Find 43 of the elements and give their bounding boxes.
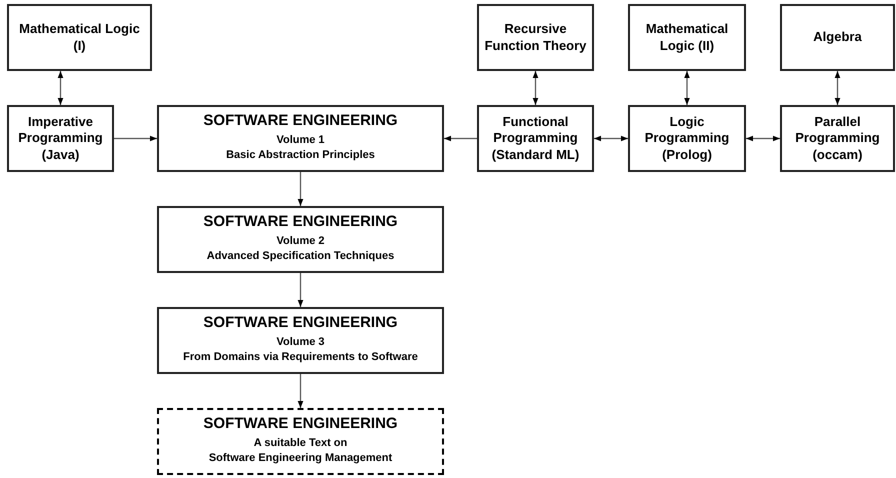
- box-subtitle: Software Engineering Management: [208, 452, 392, 466]
- topic-box: [628, 4, 746, 71]
- volume-box: [157, 105, 444, 172]
- topic-box: [477, 4, 594, 71]
- box-label: Imperative Programming (Java): [17, 114, 104, 163]
- box-label: Algebra: [812, 29, 863, 46]
- topic-box: [780, 105, 895, 172]
- topic-box: [477, 105, 594, 172]
- box-title: SOFTWARE ENGINEERING: [203, 414, 398, 434]
- volume-box: [157, 206, 444, 273]
- box-label: Functional Programming (Standard ML): [490, 114, 580, 163]
- topic-box: [780, 4, 895, 71]
- topic-box: [628, 105, 746, 172]
- box-subtitle: A suitable Text on: [254, 436, 348, 450]
- box-label: Mathematical Logic (I): [18, 21, 141, 54]
- arrow: [746, 136, 780, 142]
- arrow: [594, 136, 628, 142]
- topic-box: [7, 4, 152, 71]
- box-label: Parallel Programming (occam): [794, 114, 881, 163]
- topic-box: [7, 105, 114, 172]
- box-subtitle: Basic Abstraction Principles: [226, 149, 375, 164]
- box-title: SOFTWARE ENGINEERING: [203, 212, 398, 232]
- box-subtitle: Volume 2: [276, 234, 325, 248]
- box-title: SOFTWARE ENGINEERING: [203, 314, 398, 333]
- arrow: [114, 136, 157, 142]
- box-label: Recursive Function Theory: [484, 21, 588, 54]
- volume-box: [157, 408, 444, 475]
- arrow: [298, 172, 304, 206]
- arrow: [684, 71, 690, 105]
- arrow: [58, 71, 64, 105]
- arrow: [532, 71, 538, 105]
- box-subtitle: Volume 3: [276, 336, 325, 350]
- arrow: [298, 273, 304, 307]
- box-subtitle: Volume 1: [276, 134, 325, 148]
- box-label: Logic Programming (Prolog): [644, 114, 730, 163]
- arrow: [444, 136, 477, 142]
- arrow: [834, 71, 840, 105]
- box-subtitle: Advanced Specification Techniques: [206, 250, 394, 264]
- volume-box: [157, 307, 444, 374]
- box-title: SOFTWARE ENGINEERING: [203, 112, 398, 131]
- arrow: [298, 374, 304, 408]
- box-label: Mathematical Logic (II): [644, 21, 730, 54]
- box-subtitle: From Domains via Requirements to Software: [183, 351, 418, 366]
